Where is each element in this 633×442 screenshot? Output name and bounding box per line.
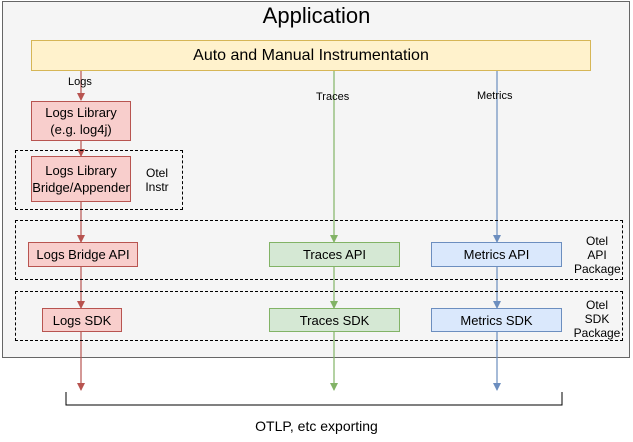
otel-sdk-package-label: Otel SDK Package	[573, 298, 621, 340]
otel-instr-group	[15, 150, 183, 210]
otel-api-package-label: Otel API Package	[574, 234, 621, 276]
otel-api-package-group	[15, 220, 623, 280]
instrumentation-bar: Auto and Manual Instrumentation	[31, 40, 591, 71]
logs-library-box: Logs Library (e.g. log4j)	[31, 101, 131, 141]
logs-sdk-box: Logs SDK	[42, 308, 122, 332]
application-title: Application	[262, 3, 371, 28]
traces-api-box: Traces API	[269, 242, 400, 267]
logs-label: Logs	[68, 76, 92, 88]
logs-library-line2: (e.g. log4j)	[50, 122, 112, 137]
logs-bridge-line2: Bridge/Appender	[32, 180, 130, 195]
logs-library-line1: Logs Library	[45, 105, 117, 120]
metrics-label: Metrics	[477, 90, 513, 102]
traces-sdk-box: Traces SDK	[269, 308, 400, 332]
otel-instr-label: Otel Instr	[145, 166, 169, 194]
traces-label: Traces	[316, 91, 350, 103]
otel-sdk-package-group	[15, 291, 623, 341]
logs-bridge-api-box: Logs Bridge API	[28, 242, 138, 267]
metrics-sdk-box: Metrics SDK	[431, 308, 562, 332]
export-label: OTLP, etc exporting	[255, 418, 378, 434]
export-bracket	[65, 392, 563, 406]
metrics-api-box: Metrics API	[431, 242, 562, 267]
logs-bridge-appender-box: Logs Library Bridge/Appender	[31, 156, 131, 202]
logs-bridge-line1: Logs Library	[45, 163, 117, 178]
